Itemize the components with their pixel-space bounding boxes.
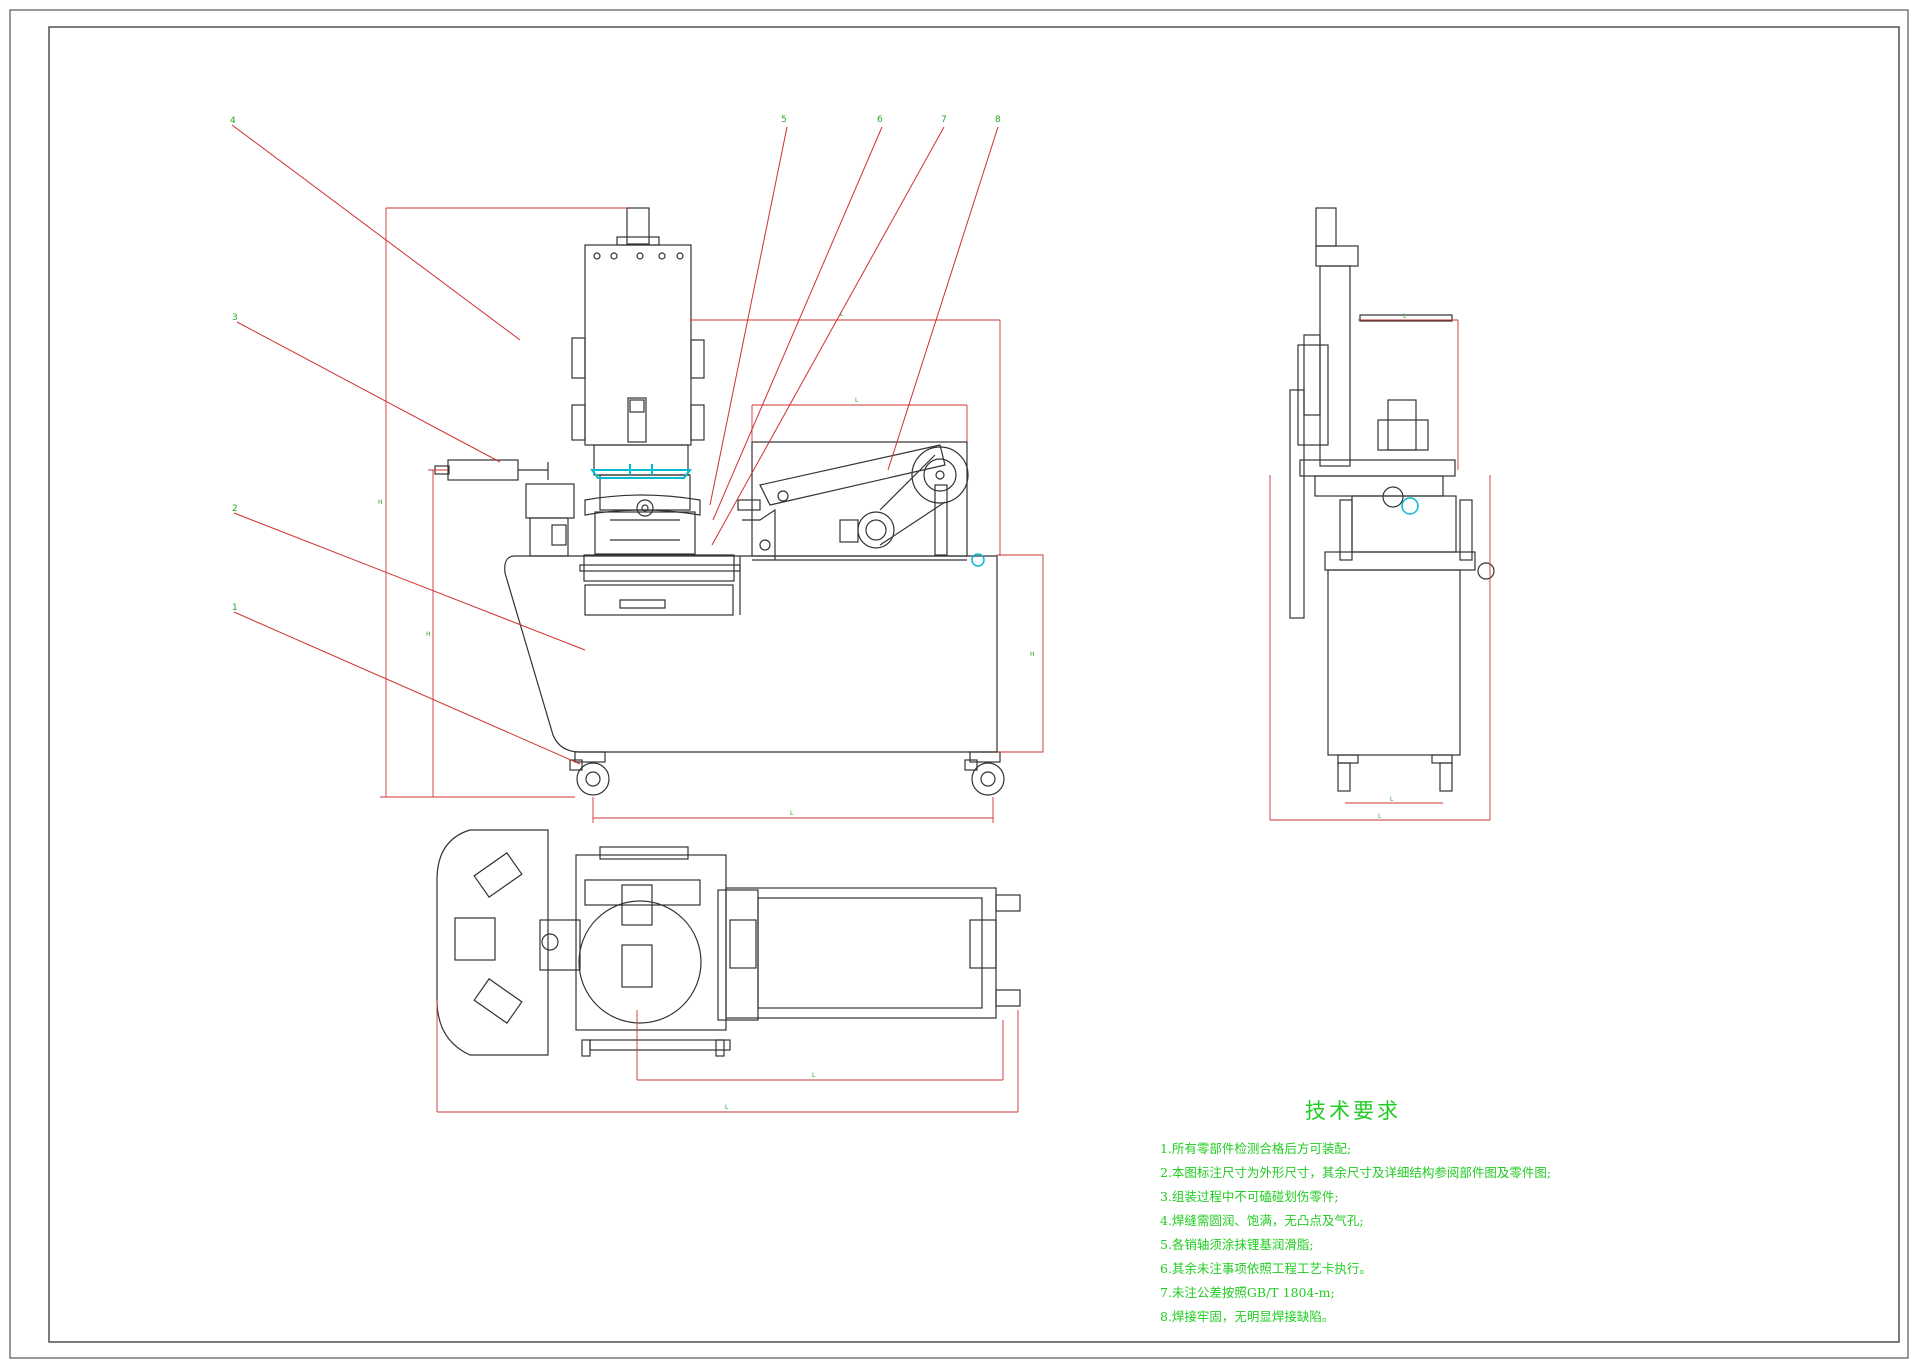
top-view	[436, 829, 1021, 1057]
front-view-dimension-text: H H L L L H	[378, 311, 1035, 817]
callout-leaders	[231, 124, 999, 765]
technical-requirements: 技术要求 1.所有零部件检测合格后方可装配; 2.本图标注尺寸为外形尺寸，其余尺…	[1160, 1095, 1720, 1329]
svg-text:L: L	[1403, 313, 1407, 320]
requirement-item: 4.焊缝需圆润、饱满，无凸点及气孔;	[1160, 1213, 1364, 1228]
requirement-item: 7.未注公差按照GB/T 1804-m;	[1160, 1285, 1335, 1300]
requirement-item: 6.其余未注事项依照工程工艺卡执行。	[1160, 1261, 1372, 1276]
front-view-dimensions	[380, 207, 1044, 823]
top-view-dimensions	[436, 1000, 1019, 1113]
callout-5: 5	[781, 115, 787, 125]
svg-text:L: L	[1378, 813, 1382, 820]
svg-text:L: L	[1390, 796, 1394, 803]
callout-8: 8	[995, 115, 1001, 125]
top-view-dimension-text: L L	[725, 1072, 816, 1111]
callout-3: 3	[232, 313, 238, 323]
svg-text:L: L	[812, 1072, 816, 1079]
requirement-item: 8.焊接牢固，无明显焊接缺陷。	[1160, 1309, 1335, 1324]
callout-6: 6	[877, 115, 883, 125]
svg-text:L: L	[790, 810, 794, 817]
svg-text:L: L	[725, 1104, 729, 1111]
callout-2: 2	[232, 504, 238, 514]
callout-4: 4	[230, 116, 236, 126]
svg-text:H: H	[1030, 651, 1035, 658]
side-view-dimensions	[1269, 319, 1491, 821]
callout-7: 7	[941, 115, 947, 125]
front-view	[434, 207, 1005, 796]
sheet-outer-border	[9, 9, 1909, 1359]
svg-text:L: L	[855, 397, 859, 404]
side-view-dimension-text: L L L	[1378, 313, 1407, 820]
technical-requirements-title: 技术要求	[1305, 1099, 1401, 1123]
requirement-item: 2.本图标注尺寸为外形尺寸，其余尺寸及详细结构参阅部件图及零件图;	[1160, 1165, 1552, 1180]
callout-1: 1	[232, 603, 238, 613]
requirement-item: 3.组装过程中不可磕碰划伤零件;	[1160, 1189, 1339, 1204]
requirement-item: 5.各销轴须涂抹锂基润滑脂;	[1160, 1237, 1314, 1252]
svg-text:H: H	[426, 631, 431, 638]
side-view	[1289, 207, 1495, 792]
callout-numbers: 4 3 2 1 5 6 7 8	[230, 115, 1001, 613]
svg-text:H: H	[378, 499, 383, 506]
sheet-inner-border	[48, 26, 1900, 1343]
svg-text:L: L	[840, 311, 844, 318]
requirement-item: 1.所有零部件检测合格后方可装配;	[1160, 1141, 1352, 1156]
